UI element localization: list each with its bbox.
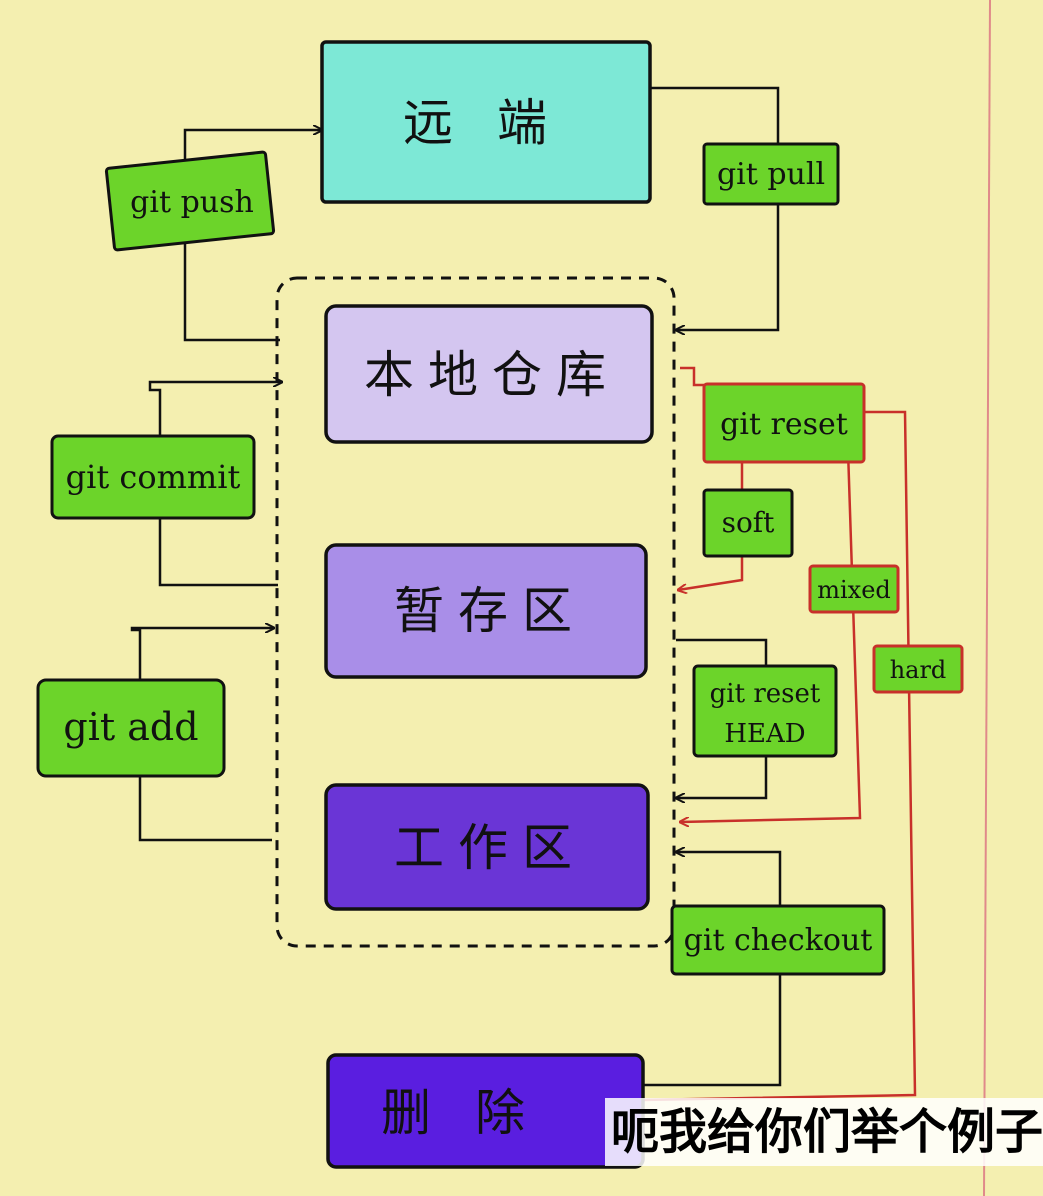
soft-text: soft <box>722 506 776 539</box>
delete-label: 删 除 <box>381 1084 539 1142</box>
git-commit-label-box: git commit <box>50 434 256 520</box>
mixed-label-box: mixed <box>808 564 900 614</box>
mixed-text: mixed <box>817 576 891 604</box>
remote-label: 远 端 <box>403 94 561 152</box>
git-reset-label-box: git reset <box>702 382 866 464</box>
local-repo-box: 本地仓库 <box>324 304 654 444</box>
git-pull-label-box: git pull <box>702 142 840 206</box>
git-commit-text: git commit <box>66 458 241 496</box>
soft-label-box: soft <box>702 488 794 558</box>
commit-line <box>148 382 282 587</box>
add-line <box>130 628 274 842</box>
git-checkout-label-box: git checkout <box>670 904 886 976</box>
staging-label: 暂存区 <box>394 582 586 640</box>
remote-box: 远 端 <box>320 40 652 204</box>
git-checkout-text: git checkout <box>684 923 873 958</box>
pull-line <box>650 86 780 330</box>
delete-box: 删 除 <box>326 1053 645 1169</box>
hard-line <box>641 410 917 1102</box>
staging-box: 暂存区 <box>324 543 648 679</box>
git-pull-text: git pull <box>717 157 825 192</box>
workspace-label: 工作区 <box>394 819 586 877</box>
git-push-label-box: git push <box>104 150 276 252</box>
video-subtitle: 呃我给你们举个例子 <box>604 1098 1043 1166</box>
git-reset-head-line1: git reset <box>710 679 821 709</box>
local-repo-label: 本地仓库 <box>364 346 620 404</box>
local-group-dashed-border <box>275 276 676 948</box>
git-push-text: git push <box>130 185 254 220</box>
git-add-label-box: git add <box>36 678 226 778</box>
workspace-box: 工作区 <box>324 783 650 911</box>
hard-text: hard <box>890 656 947 684</box>
margin-line <box>983 0 991 1196</box>
hard-label-box: hard <box>872 644 964 694</box>
git-add-text: git add <box>63 705 198 749</box>
git-reset-head-label-box: git reset HEAD <box>692 664 838 758</box>
git-reset-text: git reset <box>720 407 848 442</box>
git-reset-head-line2: HEAD <box>724 719 805 749</box>
